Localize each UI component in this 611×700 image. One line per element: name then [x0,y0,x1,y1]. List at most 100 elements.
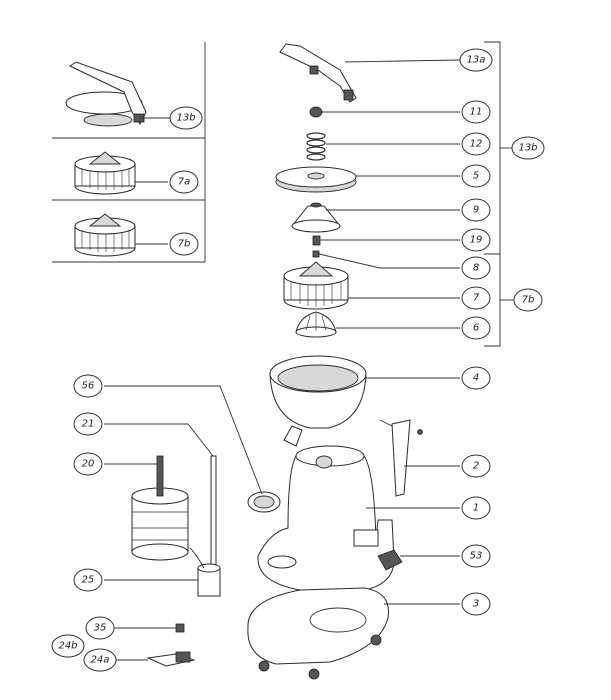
basket-7-drawing [283,261,349,310]
body-1-drawing [257,445,395,593]
callout-1: 1 [366,496,491,520]
callout-53: 53 [400,544,491,568]
inset-basket-7a-drawing [74,151,136,195]
callout-6: 6 [336,316,491,340]
callout-3: 3 [384,592,491,616]
clip-35-drawing [175,623,185,633]
callout-25: 25 [73,568,198,592]
callout-circle [169,232,199,256]
inset-lever-assembly-drawing [65,61,147,127]
pin-8-drawing [312,250,320,258]
callout-20: 20 [73,452,158,476]
callout-label: 13b [518,143,537,154]
alternatives-panel [52,42,206,263]
callout-label: 35 [94,623,107,634]
press-cone-9-drawing [290,202,342,233]
bowl-4-drawing [269,355,367,447]
callout-21: 21 [73,412,214,457]
callout-circle [461,100,491,124]
callout-label: 3 [473,599,479,610]
callout-5: 5 [356,164,491,188]
handle-2-drawing [379,419,423,497]
callout-circle [513,288,543,312]
callout-circle [85,616,115,640]
leader-line [344,59,461,63]
callout-circle [461,454,491,478]
callout-label: 25 [82,575,95,586]
callout-56: 56 [73,374,263,495]
callout-9: 9 [326,198,491,222]
callout-19: 19 [320,228,491,252]
callout-label: 13b [176,113,195,124]
callout-label: 7b [522,295,535,306]
reamer-6-drawing [295,311,337,338]
callout-13b-inset: 13b [140,106,203,130]
callout-circle [169,170,199,194]
callout-circle [511,136,545,160]
bottom-plate-3-drawing [247,587,389,680]
leader-line [104,423,214,457]
callout-label: 7 [473,293,480,304]
callout-7: 7 [348,286,491,310]
spring-12-drawing [306,132,326,161]
callout-circle [461,316,491,340]
callout-circle [51,634,85,658]
callout-circle [461,592,491,616]
rod-21-drawing [210,455,217,577]
callout-circle [461,496,491,520]
callout-label: 20 [82,459,95,470]
callout-2: 2 [404,454,491,478]
callout-24a: 24a [83,648,148,672]
callout-label: 7a [178,177,191,188]
callout-circle [73,568,103,592]
callout-circle [461,132,491,156]
callout-label: 2 [473,461,479,472]
callout-label: 24a [91,655,110,666]
callout-13b-group: 13b [511,136,545,160]
lever-13a-drawing [279,43,357,103]
callout-label: 7b [178,239,191,250]
capacitor-25-drawing [189,547,221,597]
callout-label: 1 [473,503,479,514]
callout-label: 11 [470,107,483,118]
callout-35: 35 [85,616,176,640]
callout-circle [169,106,203,130]
callout-circle [83,648,117,672]
callout-circle [461,366,491,390]
callout-circle [73,412,103,436]
callout-label: 12 [470,139,483,150]
callout-7b-inset: 7b [135,232,199,256]
callout-4: 4 [366,366,491,390]
callout-13a: 13a [344,48,493,72]
group-bracket-7b [484,253,514,347]
nut-11-drawing [309,106,323,118]
leader-line [318,253,460,269]
callout-label: 4 [473,373,479,384]
callout-circle [461,228,491,252]
callout-24b: 24b [51,634,85,658]
callout-label: 5 [473,171,479,182]
switch-53-drawing [377,549,403,571]
callout-label: 24b [58,641,77,652]
connector-24-drawing [146,651,196,667]
callout-label: 9 [473,205,479,216]
callout-circle [73,374,103,398]
callout-label: 21 [82,419,95,430]
callout-7a: 7a [135,170,199,194]
callout-circle [461,256,491,280]
callout-label: 13a [467,55,486,66]
gasket-56-drawing [247,491,281,513]
motor-20-drawing [131,455,189,561]
callout-circle [461,286,491,310]
callout-label: 19 [470,235,483,246]
callout-11: 11 [322,100,491,124]
callout-label: 6 [473,323,479,334]
callout-8: 8 [318,253,491,280]
callout-label: 8 [473,263,479,274]
callout-circle [459,48,493,72]
callout-circle [461,164,491,188]
callout-12: 12 [326,132,491,156]
callout-circle [461,544,491,568]
